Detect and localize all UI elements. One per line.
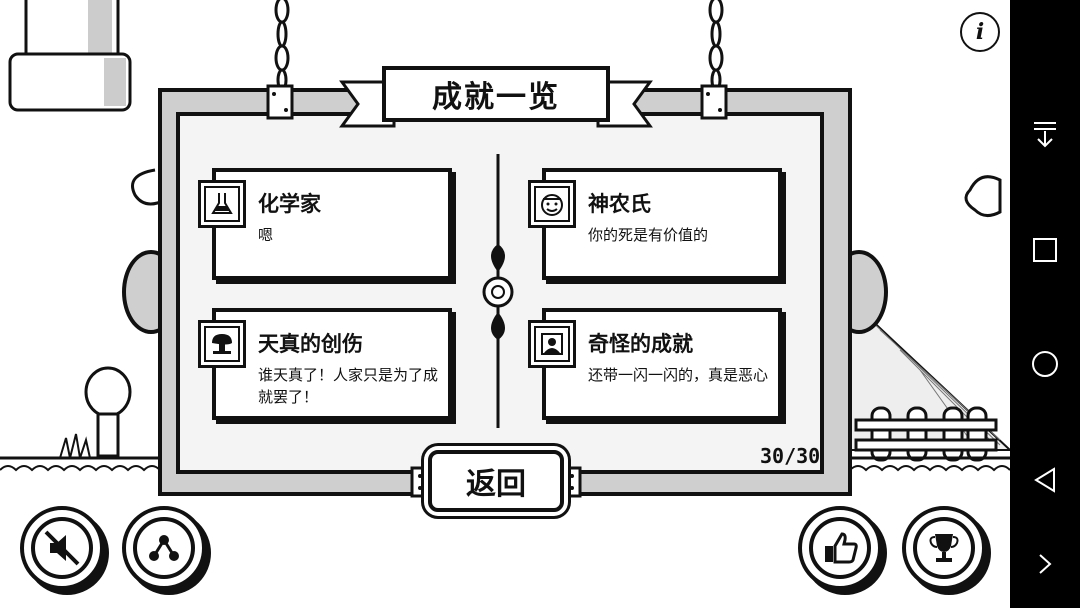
flask-icon [211, 193, 233, 214]
circle-icon [1032, 351, 1058, 377]
game-scene: i 成就一览 化学家 嗯 神农氏 你的死是 [0, 0, 1010, 590]
trophy-ring [913, 517, 975, 579]
mushroom-cloud-icon [212, 334, 232, 354]
chevron-right-icon [1039, 554, 1052, 574]
achievement-title: 神农氏 [588, 192, 651, 216]
chain-clamp-right [700, 84, 728, 120]
achievement-card-4[interactable]: 奇怪的成就 还带一闪一闪的，真是恶心 [528, 308, 782, 420]
info-button[interactable]: i [960, 12, 1000, 52]
achievement-title: 奇怪的成就 [588, 332, 693, 356]
achievement-description: 谁天真了！人家只是为了成就罢了！ [258, 366, 439, 406]
info-label: i [975, 19, 985, 45]
like-ring [809, 517, 871, 579]
notification-pull-button[interactable] [1010, 104, 1080, 164]
recents-button[interactable] [1010, 220, 1080, 280]
triangle-back-icon [1034, 467, 1055, 493]
achievement-description: 你的死是有价值的 [588, 226, 709, 244]
achievement-icon-frame [528, 320, 576, 368]
trophy-button[interactable] [902, 506, 986, 590]
portrait-icon [541, 333, 563, 355]
divider-ornament [482, 154, 514, 428]
like-button[interactable] [798, 506, 882, 590]
achievement-title: 化学家 [258, 192, 321, 216]
back-button-hinge-left [410, 466, 430, 498]
home-button[interactable] [1010, 334, 1080, 394]
smiley-face-icon [541, 194, 563, 216]
mute-icon [44, 530, 80, 566]
back-button[interactable]: 返回 [428, 450, 564, 512]
chain-clamp-left [266, 84, 294, 120]
achievement-card-2[interactable]: 神农氏 你的死是有价值的 [528, 168, 782, 280]
achievement-title: 天真的创伤 [258, 332, 363, 356]
achievement-description: 嗯 [258, 226, 274, 244]
mute-button[interactable] [20, 506, 104, 590]
background-scenery [0, 0, 1010, 472]
page-title: 成就一览 [382, 66, 610, 122]
achievement-description: 还带一闪一闪的，真是恶心 [588, 366, 769, 384]
share-button[interactable] [122, 506, 206, 590]
share-icon [149, 535, 179, 561]
pull-down-icon [1034, 122, 1056, 148]
back-label: 返回 [466, 467, 526, 502]
achievement-icon-frame [198, 180, 246, 228]
system-navigation-bar [1010, 0, 1080, 608]
achievement-icon-frame [528, 180, 576, 228]
achievement-counter: 30/30 [760, 444, 821, 468]
share-ring [133, 517, 195, 579]
thumbs-up-icon [825, 532, 858, 564]
square-icon [1033, 238, 1057, 262]
back-nav-button[interactable] [1010, 450, 1080, 510]
achievement-icon-frame [198, 320, 246, 368]
mute-ring [31, 517, 93, 579]
back-button-hinge-right [562, 466, 582, 498]
achievement-card-1[interactable]: 化学家 嗯 [198, 168, 452, 280]
expand-nav-button[interactable] [1010, 534, 1080, 594]
achievement-card-3[interactable]: 天真的创伤 谁天真了！人家只是为了成就罢了！ [198, 308, 452, 420]
trophy-icon [929, 534, 959, 562]
